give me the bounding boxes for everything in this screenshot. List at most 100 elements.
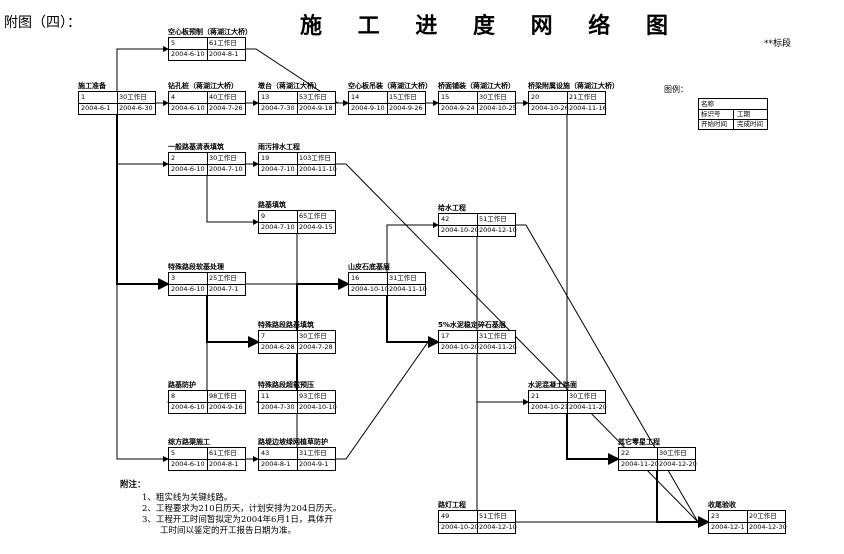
task-id: 13 — [261, 93, 270, 101]
task-name: 综方路渠施工 — [168, 438, 210, 446]
task-duration: 31工作日 — [299, 449, 327, 457]
task-id: 15 — [441, 93, 450, 101]
task-start: 2004-6-1 — [81, 104, 111, 112]
task-id: 14 — [351, 93, 360, 101]
task-duration: 30工作日 — [209, 154, 237, 162]
task-start: 2004-10-10 — [351, 285, 389, 293]
task-finish: 2004-6-30 — [119, 104, 153, 112]
edge-1-3 — [116, 115, 170, 290]
task-start: 2004-10-20 — [441, 343, 479, 351]
task-finish: 2004-9-1 — [299, 460, 329, 468]
task-name: 特殊路段超载预压 — [258, 381, 314, 389]
task-duration: 93工作日 — [299, 392, 327, 400]
task-name: 雨污排水工程 — [258, 143, 300, 151]
task-id: 8 — [171, 392, 176, 400]
task-id: 42 — [441, 215, 450, 223]
task-duration: 15工作日 — [389, 93, 417, 101]
task-finish: 2004-8-1 — [209, 460, 239, 468]
task-finish: 2004-10-25 — [479, 104, 517, 112]
task-box: 5 61工作日 2004-6-10 2004-8-1 — [168, 447, 246, 471]
edge-17-49 — [437, 354, 478, 525]
edge-16-17 — [386, 296, 440, 348]
task-start: 2004-7-30 — [261, 403, 295, 411]
legend-duration-label: 工期 — [737, 110, 750, 118]
task-id: 5 — [171, 39, 176, 47]
edge-11-16 — [296, 278, 350, 414]
task-name: 路灯工程 — [438, 501, 466, 509]
task-start: 2004-6-10 — [171, 165, 205, 173]
task-finish: 2004-9-16 — [209, 403, 243, 411]
edge-1-5b — [116, 115, 169, 462]
task-start: 2004-6-10 — [171, 285, 205, 293]
task-start: 2004-8-1 — [261, 460, 291, 468]
task-start: 2004-9-10 — [351, 104, 385, 112]
task-name: 路基防护 — [168, 381, 196, 389]
task-name: 给水工程 — [438, 204, 466, 212]
task-name: 施工准备 — [78, 82, 106, 90]
legend-finish-label: 完成时间 — [737, 120, 763, 128]
edge-1-2 — [116, 115, 169, 167]
task-id: 17 — [441, 332, 450, 340]
task-duration: 61工作日 — [209, 39, 237, 47]
task-duration: 51工作日 — [479, 215, 507, 223]
task-id: 20 — [531, 93, 540, 101]
task-finish: 2004-11-20 — [569, 403, 607, 411]
task-start: 2004-6-10 — [171, 50, 205, 58]
task-name: 路堤边坡绿网植草防护 — [258, 438, 328, 446]
task-name: 桥梁附属设施（蒋湖江大桥） — [528, 82, 619, 90]
task-id: 21 — [531, 392, 540, 400]
task-duration: 21工作日 — [569, 93, 597, 101]
task-duration: 30工作日 — [479, 93, 507, 101]
task-id: 5 — [171, 449, 176, 457]
task-duration: 30工作日 — [659, 449, 687, 457]
task-start: 2004-7-10 — [261, 165, 295, 173]
task-start: 2004-9-24 — [441, 104, 475, 112]
task-id: 23 — [711, 512, 720, 520]
task-finish: 2004-12-10 — [479, 523, 517, 531]
legend-box: 名称 标识号工期 开始时间完成时间 — [698, 98, 768, 130]
task-duration: 61工作日 — [209, 449, 237, 457]
task-start: 2004-7-30 — [261, 104, 295, 112]
task-start: 2004-6-10 — [171, 403, 205, 411]
task-start: 2004-10-20 — [441, 226, 479, 234]
task-finish: 2004-10-10 — [299, 403, 337, 411]
legend-start-label: 开始时间 — [701, 120, 727, 128]
task-name: 路基填筑 — [258, 201, 286, 209]
task-name: 山皮石底基层 — [348, 263, 390, 271]
task-finish: 2004-12-10 — [479, 226, 517, 234]
task-start: 2004-11-20 — [621, 460, 659, 468]
task-name: 一般路基清表填筑 — [168, 143, 224, 151]
task-id: 11 — [261, 392, 270, 400]
edge-17-21 — [476, 354, 529, 405]
legend-id-label: 标识号 — [701, 110, 721, 118]
task-id: 22 — [621, 449, 630, 457]
edge-2-9 — [206, 176, 259, 225]
figure-prefix: 附图（四）： — [4, 15, 81, 31]
task-start: 2004-6-10 — [171, 460, 205, 468]
edge-42-21 — [476, 237, 529, 405]
task-duration: 53工作日 — [299, 93, 327, 101]
task-finish: 2004-11-20 — [479, 343, 517, 351]
task-name: 特殊路段软基处理 — [168, 263, 224, 271]
task-start: 2004-6-28 — [261, 343, 295, 351]
task-id: 16 — [351, 274, 360, 282]
note-item: 3、工程开工时间暂拟定为2004年6月1日，具体开 — [142, 515, 333, 525]
task-id: 9 — [261, 212, 266, 220]
edge-42-23 — [516, 224, 709, 525]
